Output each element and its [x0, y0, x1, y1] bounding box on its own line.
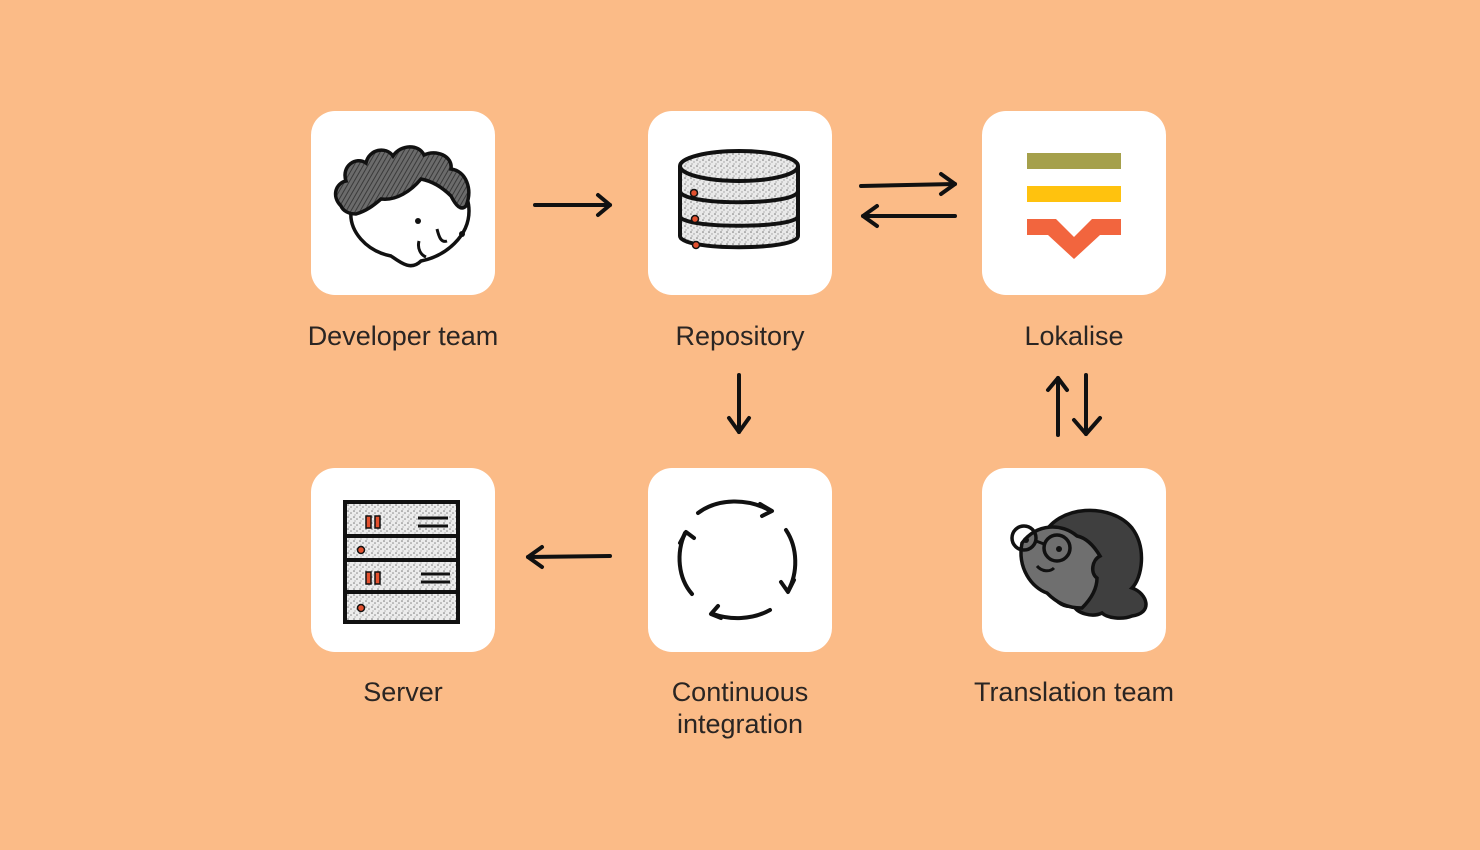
label-continuous-integration-line1: Continuous — [671, 677, 809, 707]
arrow-repository-to-ci — [724, 370, 754, 440]
label-continuous-integration-line2: integration — [676, 709, 804, 739]
label-translation-team: Translation team — [973, 677, 1175, 707]
label-developer-team: Developer team — [307, 321, 499, 351]
arrow-ci-to-server — [520, 542, 620, 572]
translator-face-icon — [1010, 508, 1148, 620]
arrow-developer-to-repository — [530, 190, 620, 220]
cycle-arrows-icon — [677, 499, 798, 621]
arrow-translation-to-lokalise — [1040, 370, 1070, 440]
label-server: Server — [363, 677, 443, 707]
label-lokalise: Lokalise — [1024, 321, 1124, 351]
node-developer-team — [311, 111, 495, 295]
label-repository: Repository — [675, 321, 805, 351]
node-translation-team — [982, 468, 1166, 652]
node-server — [311, 468, 495, 652]
developer-face-icon — [333, 145, 471, 268]
arrow-repository-to-lokalise — [855, 170, 965, 200]
database-icon — [678, 149, 800, 250]
label-continuous-integration: Continuous integration — [590, 676, 890, 740]
lokalise-logo-icon — [1027, 153, 1121, 259]
arrow-lokalise-to-translation — [1068, 370, 1108, 440]
node-lokalise — [982, 111, 1166, 295]
node-repository — [648, 111, 832, 295]
server-rack-icon — [343, 500, 460, 624]
arrow-lokalise-to-repository — [855, 200, 965, 230]
node-continuous-integration — [648, 468, 832, 652]
